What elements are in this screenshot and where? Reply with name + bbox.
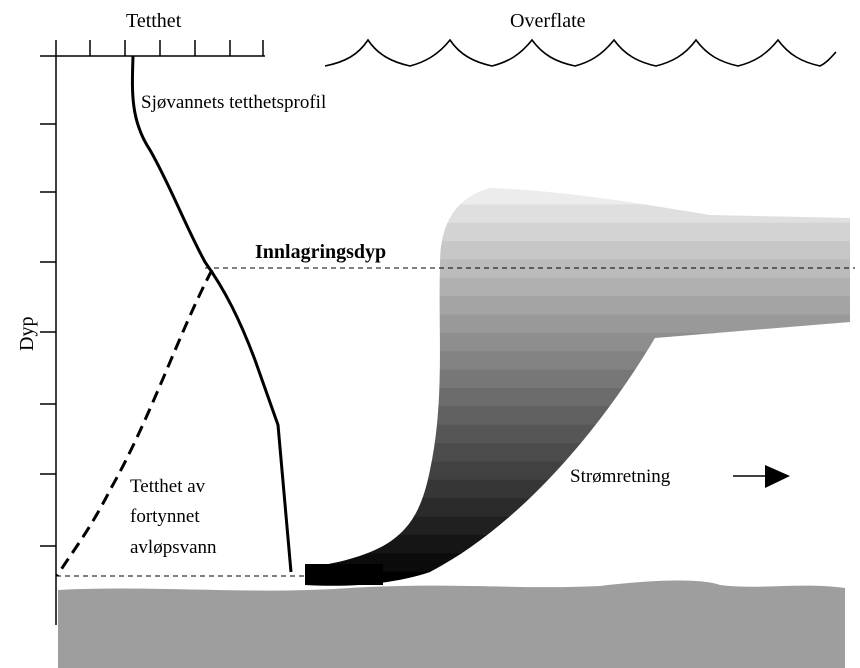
surface-waves (324, 38, 837, 67)
plume-band (305, 204, 850, 224)
seabed (58, 580, 845, 668)
plume-band (305, 424, 850, 444)
plume-band (305, 516, 850, 536)
plume-band (305, 369, 850, 389)
density-axis-label: Tetthet (126, 10, 182, 32)
depth-axis (40, 56, 57, 625)
density-axis (40, 40, 265, 57)
wastewater-density-curve (55, 269, 214, 577)
plume-band (305, 277, 850, 297)
plume-band (305, 332, 850, 352)
plume-band (305, 188, 850, 205)
current-direction-arrow (733, 465, 790, 488)
plume-band (305, 222, 850, 242)
wastewater-density-label-line3: avløpsvann (130, 537, 217, 558)
plume-band (305, 498, 850, 518)
current-direction-label: Strømretning (570, 466, 671, 487)
plume-band (305, 388, 850, 407)
plume-band (305, 296, 850, 316)
wastewater-density-label-line1: Tetthet av (130, 476, 206, 497)
plume-band (305, 443, 850, 463)
wastewater-density-label-line2: fortynnet (130, 506, 200, 527)
storage-depth-label: Innlagringsdyp (255, 241, 386, 263)
plume-band (305, 534, 850, 554)
plume-band (305, 314, 850, 334)
plume-band (305, 241, 850, 261)
plume-band (305, 351, 850, 371)
seawater-density-profile (130, 55, 293, 573)
seawater-profile-label: Sjøvannets tetthetsprofil (141, 92, 326, 113)
depth-axis-label: Dyp (16, 317, 38, 351)
plume-band (305, 259, 850, 279)
outfall-source (305, 564, 383, 585)
surface-label: Overflate (510, 10, 586, 32)
plume-band (305, 406, 850, 426)
